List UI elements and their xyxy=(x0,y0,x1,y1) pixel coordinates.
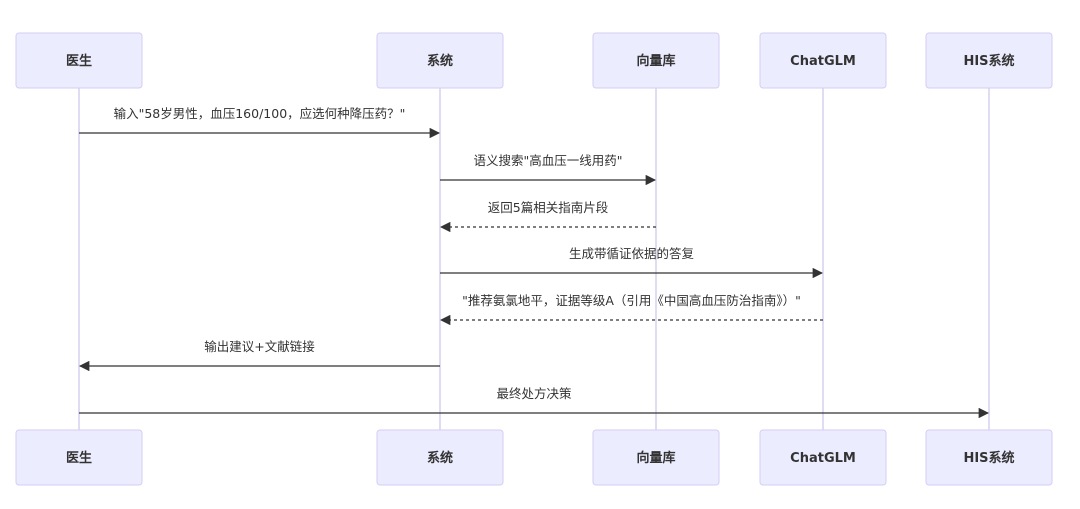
participant-box xyxy=(759,429,887,486)
participant-label: HIS系统 xyxy=(963,450,1014,466)
message-label: 返回5篇相关指南片段 xyxy=(488,200,608,215)
participant-his-top: HIS系统 xyxy=(925,32,1053,89)
participant-vectordb-top: 向量库 xyxy=(592,32,720,89)
participant-chatglm-bottom: ChatGLM xyxy=(759,429,887,486)
participant-box xyxy=(925,32,1053,89)
message-label: 语义搜索"高血压一线用药" xyxy=(474,153,623,168)
participant-label: 医生 xyxy=(66,450,92,466)
participant-label: 系统 xyxy=(427,450,453,466)
message-2: 语义搜索"高血压一线用药" xyxy=(440,153,657,186)
participant-box xyxy=(376,429,504,486)
participant-label: 医生 xyxy=(66,53,92,69)
message-3: 返回5篇相关指南片段 xyxy=(439,200,656,233)
participant-doctor-bottom: 医生 xyxy=(15,429,143,486)
participant-label: ChatGLM xyxy=(790,451,856,466)
message-6: 输出建议+文献链接 xyxy=(78,339,440,372)
participant-system-bottom: 系统 xyxy=(376,429,504,486)
messages: 输入"58岁男性，血压160/100，应选何种降压药？" 语义搜索"高血压一线用药… xyxy=(78,106,990,419)
participant-label: 向量库 xyxy=(636,450,675,466)
message-4: 生成带循证依据的答复 xyxy=(440,246,824,279)
participant-label: HIS系统 xyxy=(963,53,1014,69)
participant-vectordb-bottom: 向量库 xyxy=(592,429,720,486)
participants-bottom: 医生 系统 向量库 ChatGLM HIS系统 xyxy=(15,429,1053,486)
participant-box xyxy=(592,429,720,486)
participant-box xyxy=(376,32,504,89)
message-5: "推荐氨氯地平，证据等级A（引用《中国高血压防治指南》）" xyxy=(439,293,823,326)
participant-box xyxy=(15,429,143,486)
lifelines xyxy=(78,88,990,430)
participant-his-bottom: HIS系统 xyxy=(925,429,1053,486)
participant-system-top: 系统 xyxy=(376,32,504,89)
message-1: 输入"58岁男性，血压160/100，应选何种降压药？" xyxy=(79,106,441,139)
participant-box xyxy=(15,32,143,89)
participants-top: 医生 系统 向量库 ChatGLM HIS系统 xyxy=(15,32,1053,89)
participant-chatglm-top: ChatGLM xyxy=(759,32,887,89)
participant-label: 向量库 xyxy=(636,53,675,69)
participant-box xyxy=(592,32,720,89)
message-label: 输入"58岁男性，血压160/100，应选何种降压药？" xyxy=(114,106,406,121)
message-label: "推荐氨氯地平，证据等级A（引用《中国高血压防治指南》）" xyxy=(462,293,801,308)
message-label: 输出建议+文献链接 xyxy=(204,339,315,354)
participant-box xyxy=(759,32,887,89)
message-label: 生成带循证依据的答复 xyxy=(569,246,695,261)
participant-doctor-top: 医生 xyxy=(15,32,143,89)
message-7: 最终处方决策 xyxy=(79,386,990,419)
participant-label: ChatGLM xyxy=(790,54,856,69)
participant-box xyxy=(925,429,1053,486)
participant-label: 系统 xyxy=(427,53,453,69)
message-label: 最终处方决策 xyxy=(496,386,572,401)
